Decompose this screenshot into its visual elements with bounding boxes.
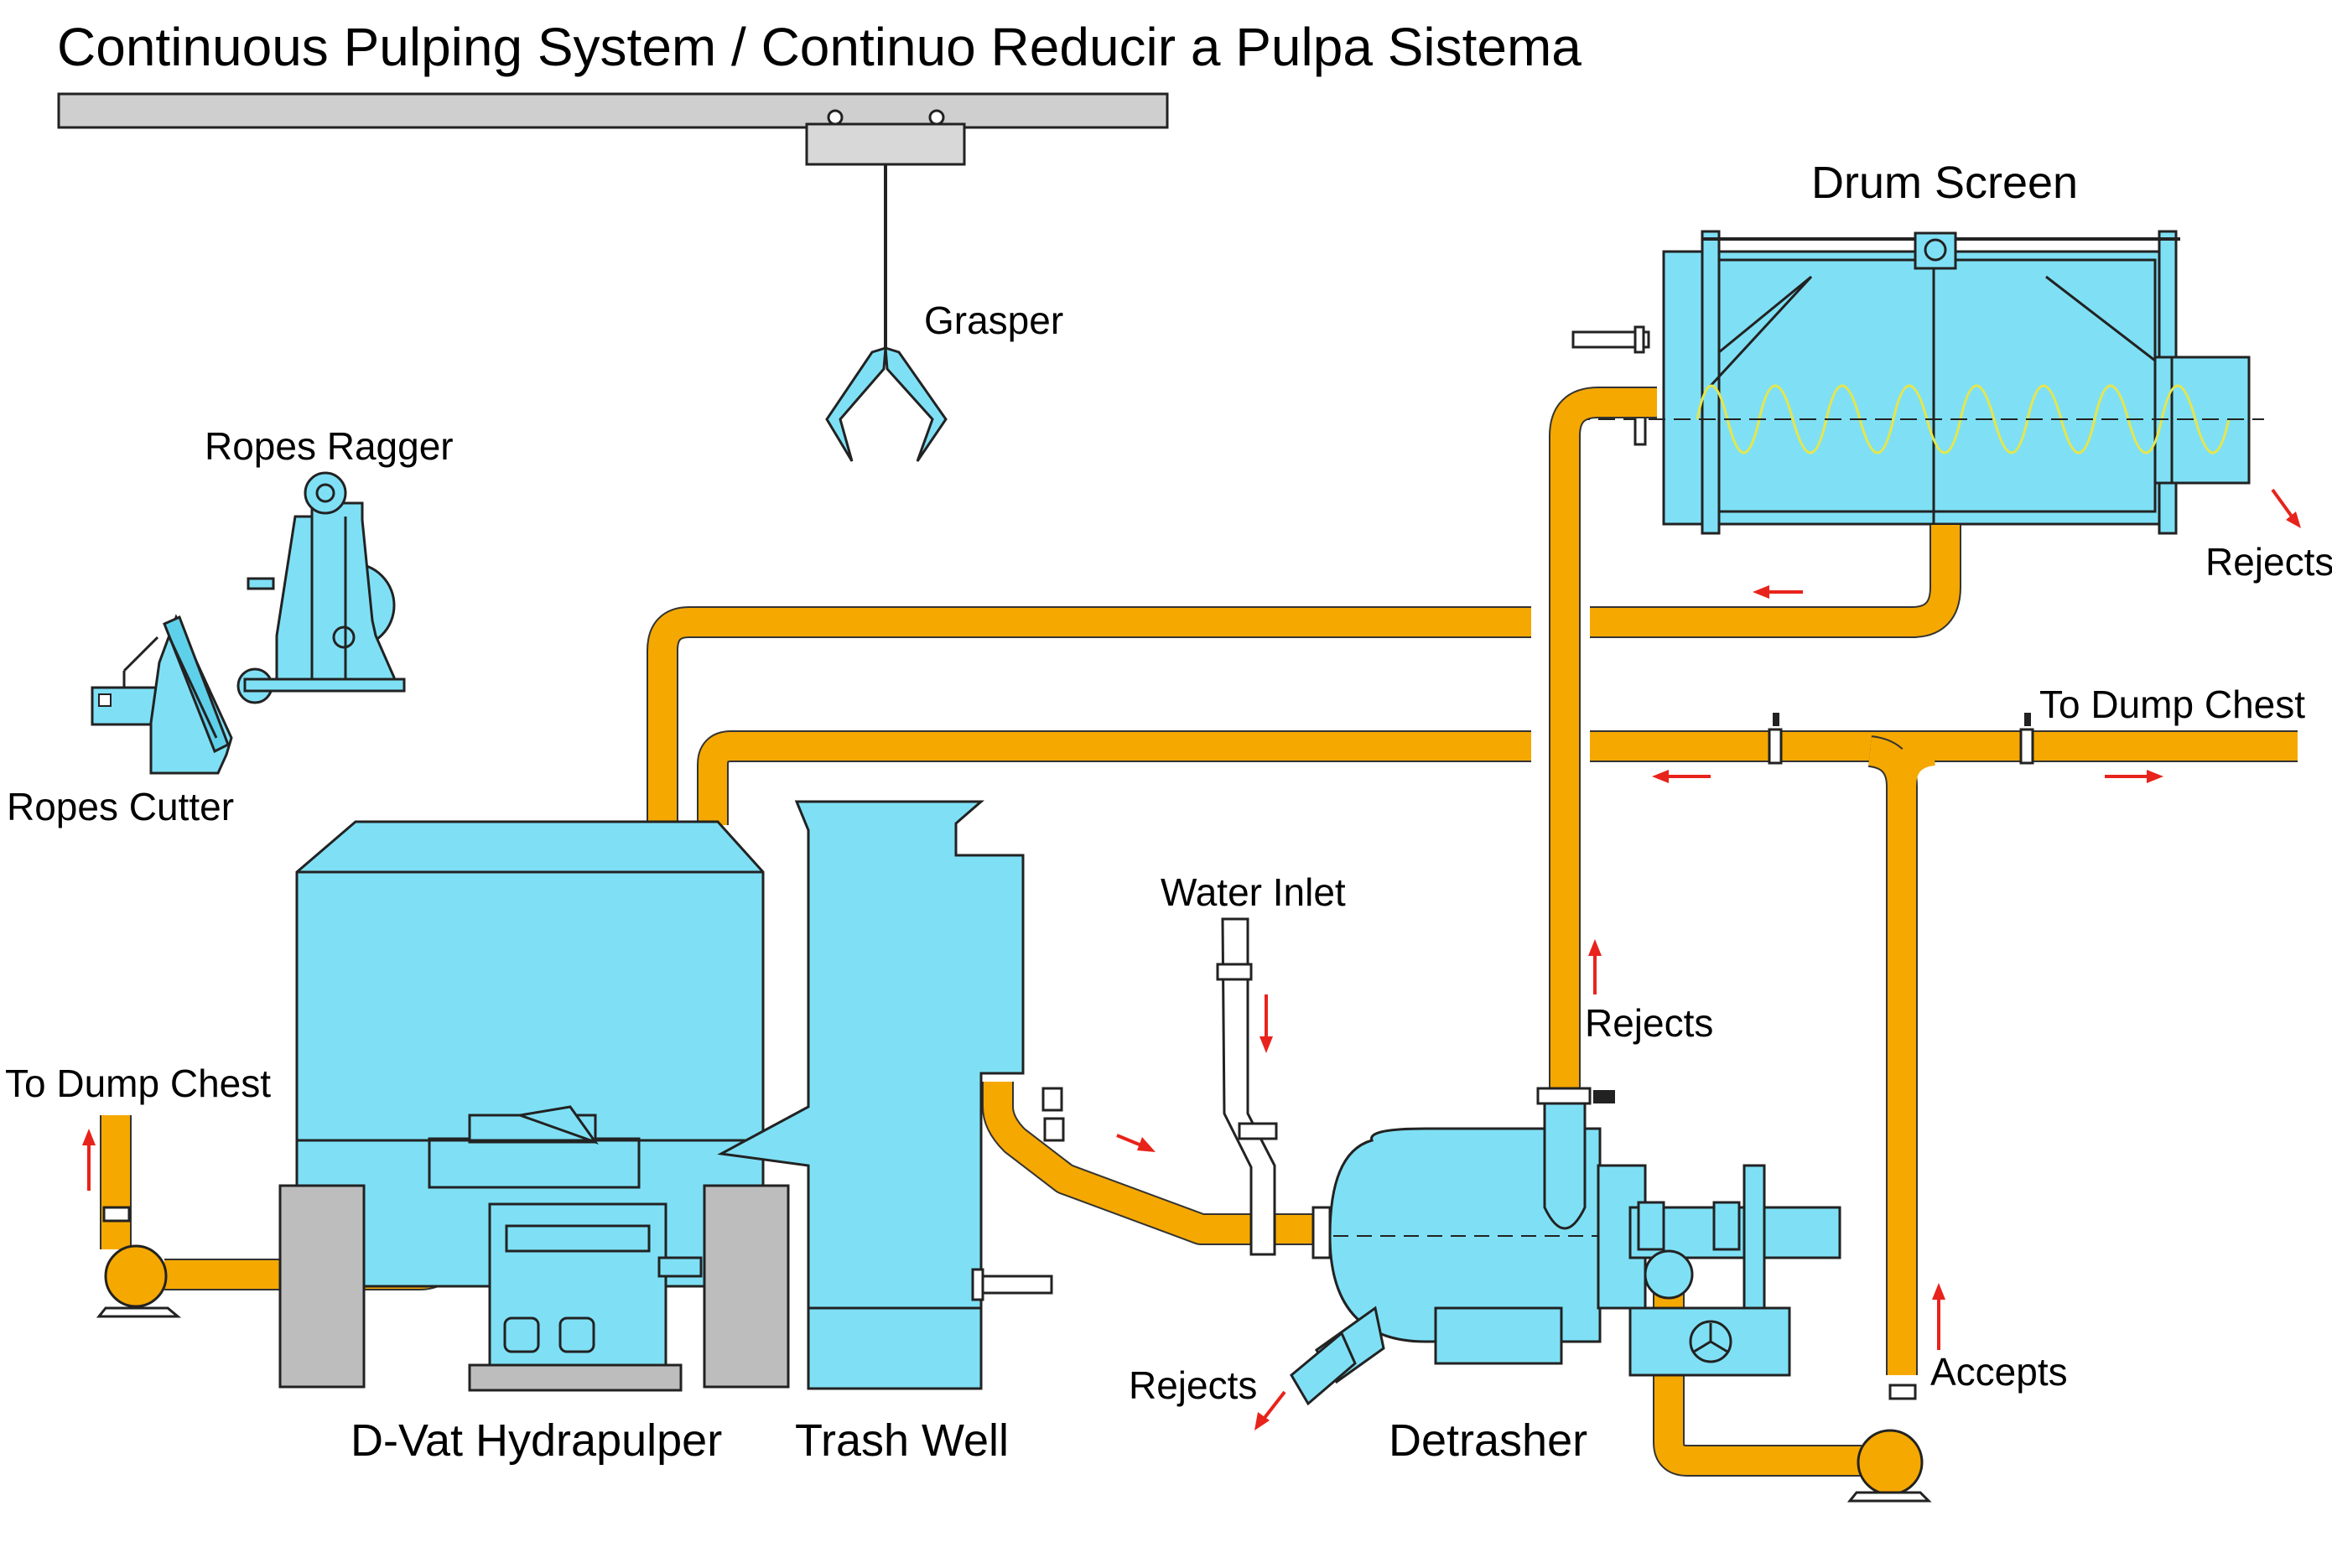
detrasher — [1290, 1087, 1841, 1406]
header-valves — [1041, 713, 2034, 1142]
ropes-cutter-label: Ropes Cutter — [7, 785, 234, 828]
water-inlet — [1216, 917, 1278, 1256]
rejects-vertical-label: Rejects — [1585, 1001, 1713, 1045]
d-vat-hydrapulper — [278, 820, 790, 1392]
detrasher-label: Detrasher — [1389, 1415, 1587, 1466]
accepts-label: Accepts — [1930, 1350, 2068, 1394]
drum-screen — [1571, 230, 2264, 535]
grasper-label: Grasper — [924, 299, 1063, 342]
diagram-title: Continuous Pulping System / Continuo Red… — [57, 17, 1582, 77]
ropes-cutter — [91, 614, 233, 775]
to-dump-chest-left-label: To Dump Chest — [5, 1062, 271, 1105]
ropes-ragger — [236, 471, 406, 704]
trash-well — [717, 800, 1053, 1390]
pump-right — [1846, 1384, 1932, 1503]
rejects-drum-label: Rejects — [2205, 540, 2332, 584]
flow-arrows — [82, 488, 2301, 1430]
d-vat-hydrapulper-label: D-Vat Hydrapulper — [351, 1415, 722, 1466]
to-dump-chest-right-label: To Dump Chest — [2039, 683, 2305, 726]
water-inlet-label: Water Inlet — [1161, 870, 1346, 914]
rejects-detrasher-label: Rejects — [1129, 1363, 1257, 1407]
pump-left — [96, 1206, 182, 1318]
ropes-ragger-label: Ropes Ragger — [205, 424, 454, 468]
crane-grasper — [57, 92, 1169, 462]
trash-well-label: Trash Well — [795, 1415, 1009, 1466]
drum-screen-label: Drum Screen — [1811, 158, 2078, 208]
